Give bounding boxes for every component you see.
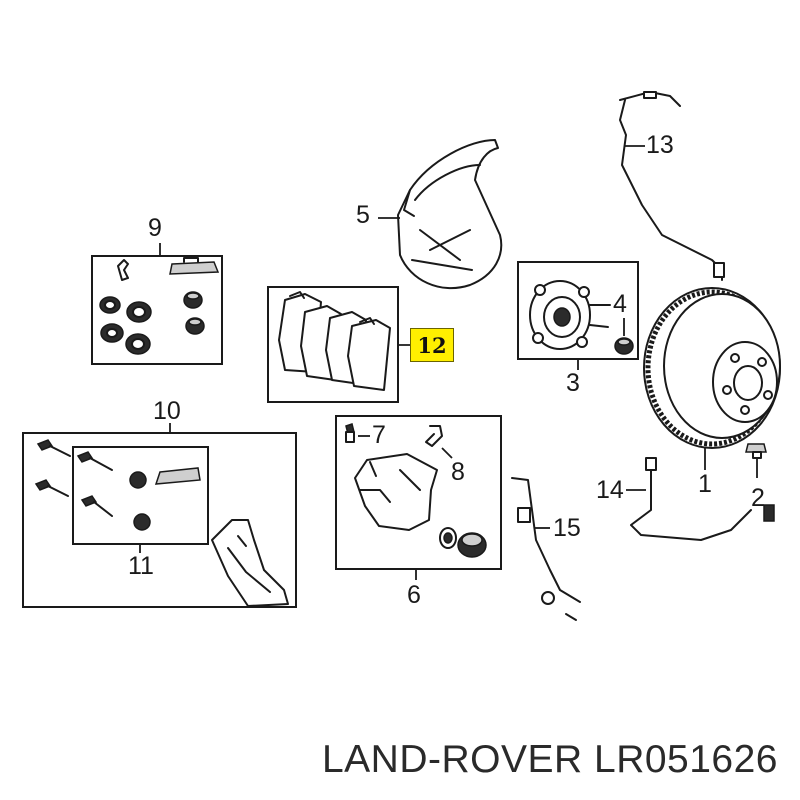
callout-7: 7 — [372, 421, 386, 449]
part-14-rear-sensor — [626, 457, 775, 541]
callout-9: 9 — [148, 214, 162, 242]
callout-5: 5 — [356, 201, 370, 229]
part-15-brake-hose — [511, 477, 581, 621]
callout-8: 8 — [451, 458, 465, 486]
callout-1: 1 — [698, 470, 712, 498]
callout-14: 14 — [596, 476, 624, 504]
callout-10: 10 — [153, 397, 181, 425]
part-13-sensor-wire — [619, 91, 725, 281]
part-number-caption: LAND-ROVER LR051626 — [321, 738, 778, 781]
kit-12-brake-pads — [267, 286, 418, 403]
callout-11: 11 — [128, 552, 154, 580]
callout-12-highlighted: 12 — [410, 328, 454, 362]
callout-6: 6 — [407, 581, 421, 609]
part-1-brake-disc — [643, 287, 781, 470]
assembly-3-hub — [517, 261, 639, 370]
callout-3: 3 — [566, 369, 580, 397]
assembly-6-caliper — [335, 415, 502, 580]
callout-13: 13 — [646, 131, 674, 159]
callout-2: 2 — [751, 484, 765, 512]
kit-10-carrier-bolts — [22, 423, 297, 608]
callout-4: 4 — [613, 290, 627, 318]
callout-15: 15 — [553, 514, 581, 542]
part-5-splash-shield — [378, 139, 503, 290]
kit-9-seals — [91, 243, 223, 365]
part-2-bolt — [745, 443, 767, 478]
